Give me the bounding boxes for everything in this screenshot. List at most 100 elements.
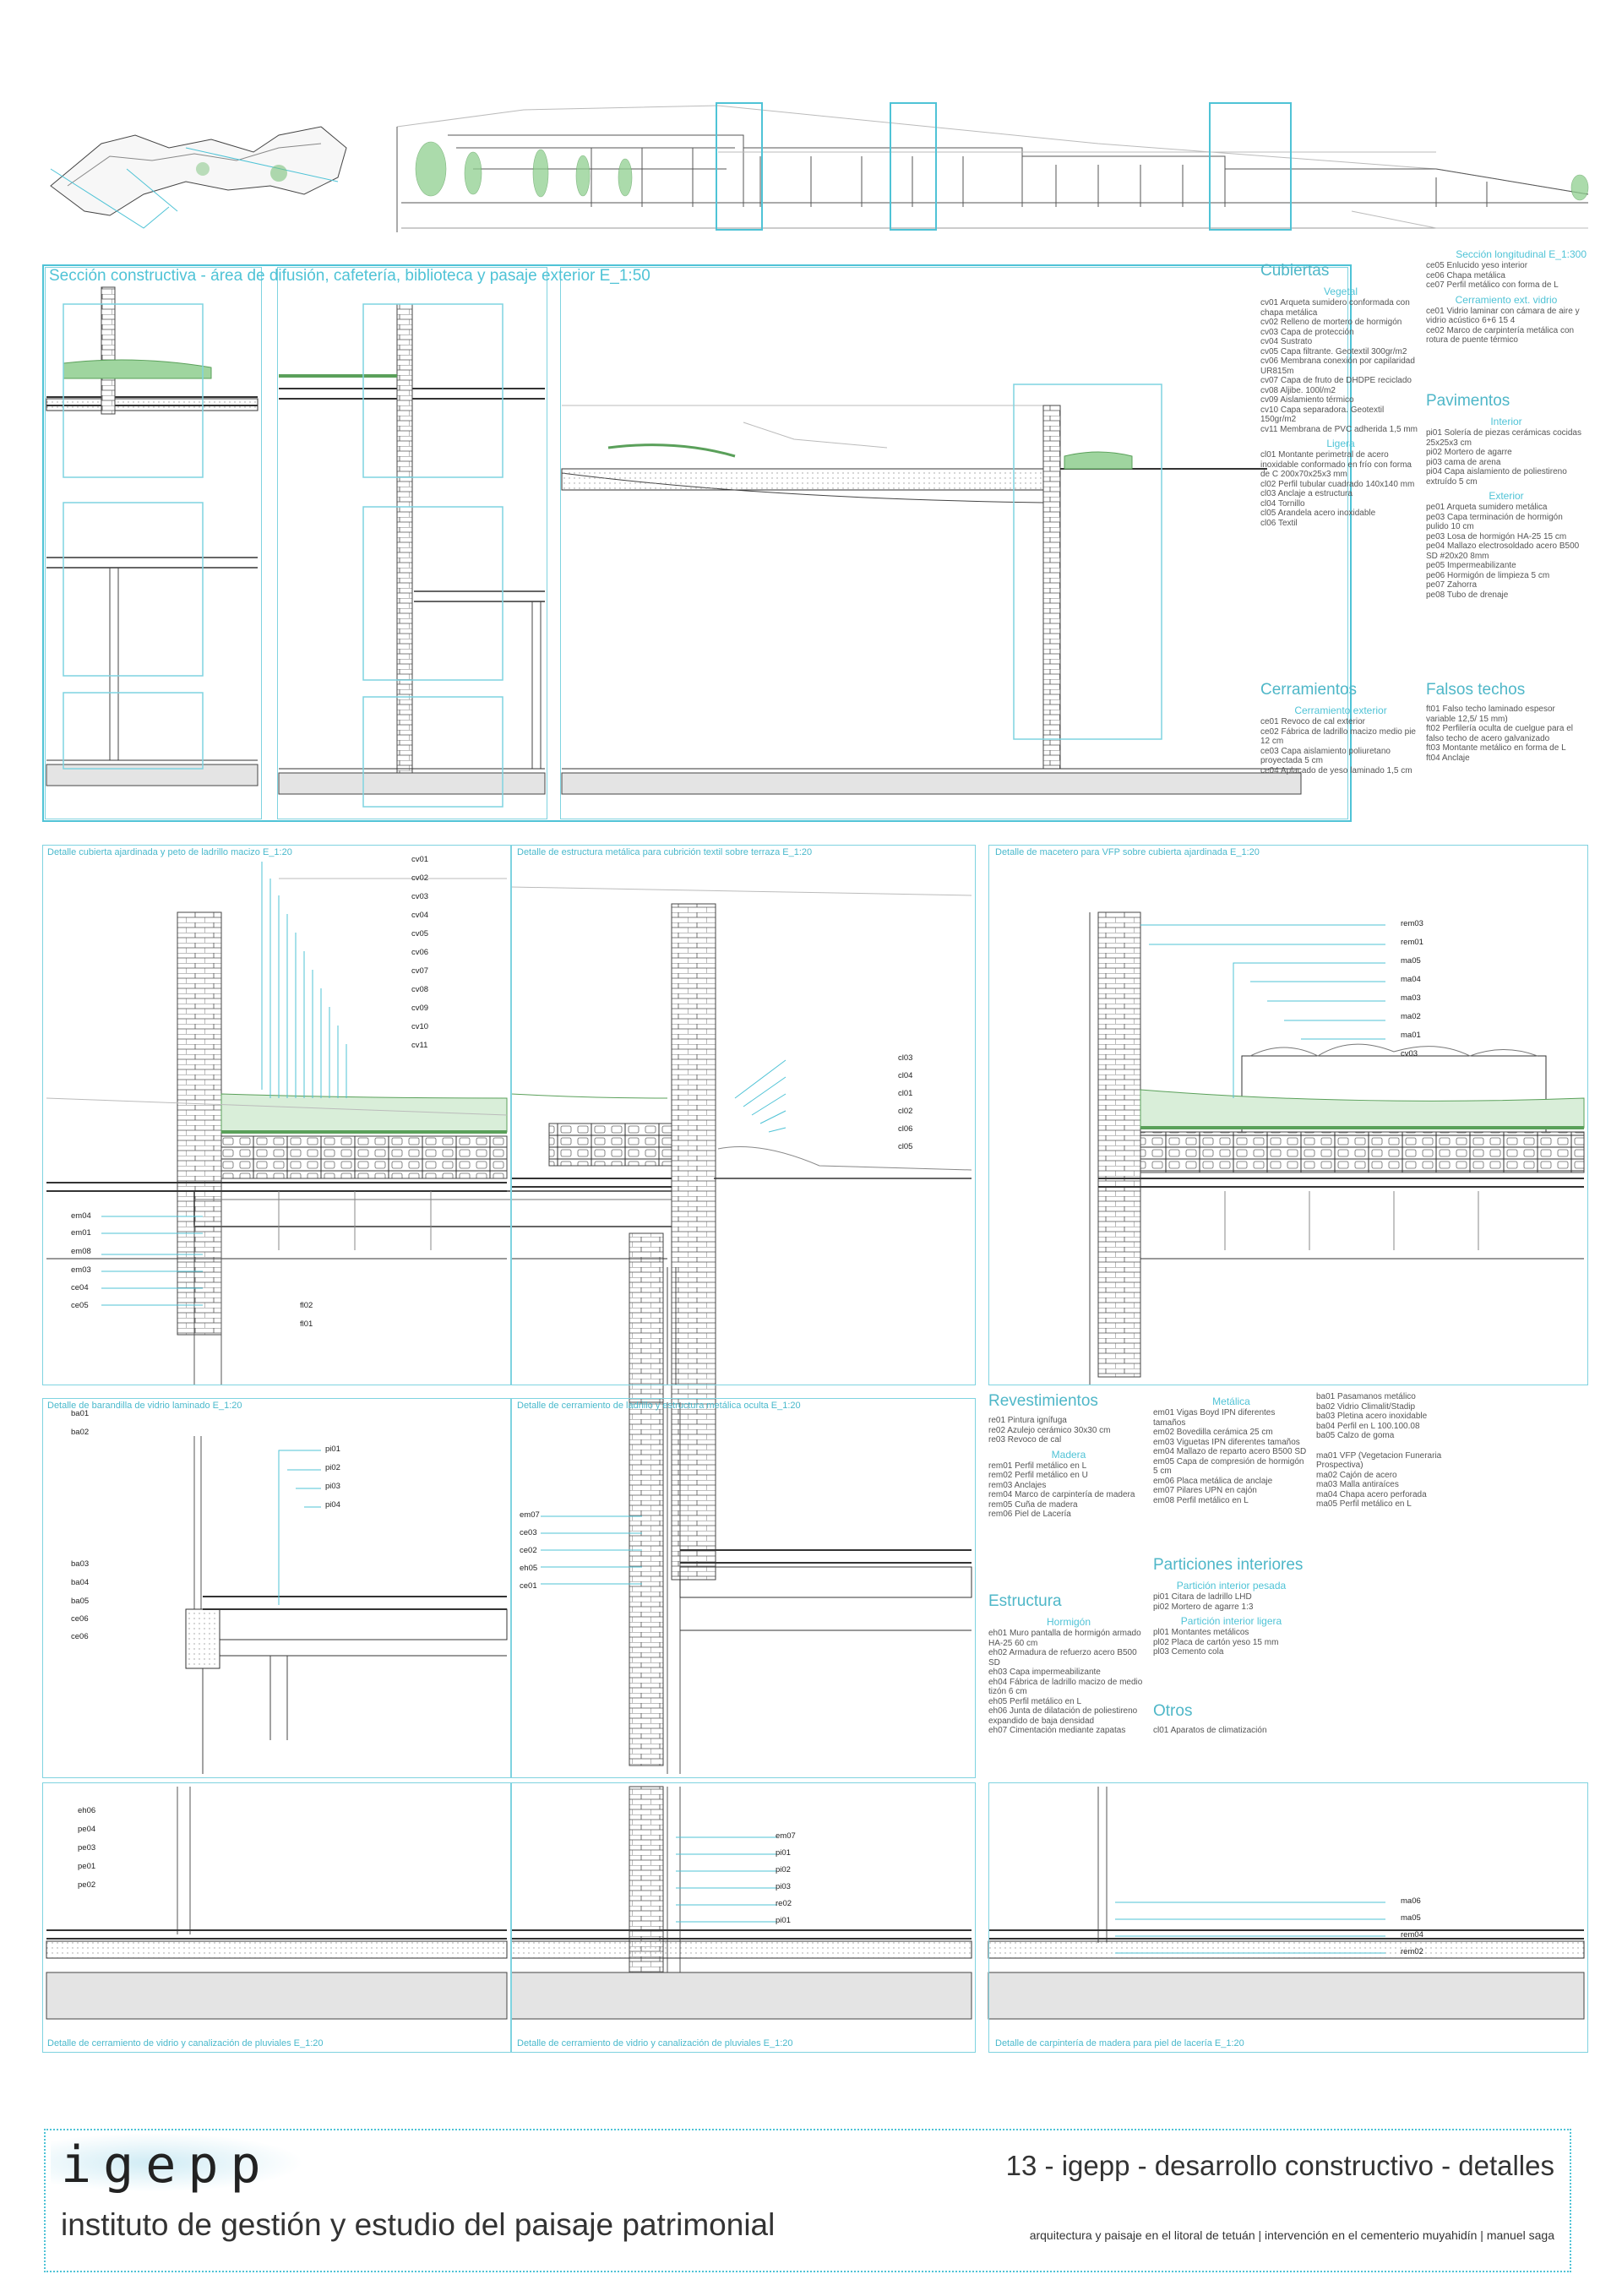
tag-label: cv09 <box>411 1004 429 1013</box>
legend-subheading: Hormigón <box>1046 1616 1091 1628</box>
detail-1-drawing <box>46 878 694 1385</box>
legend-item: ce01 Vidrio laminar con cámara de aire y… <box>1426 306 1580 326</box>
legend-item: pi01 Citara de ladrillo LHD <box>1153 1592 1252 1602</box>
legend-item: em01 Vigas Boyd IPN diferentes tamaños <box>1153 1408 1276 1428</box>
tag-label: pi04 <box>325 1500 340 1510</box>
legend-item: cv04 Sustrato <box>1260 337 1313 346</box>
legend-item: cv07 Capa de fruto de DHDPE reciclado <box>1260 376 1412 385</box>
legend-item: pe01 Arqueta sumidero metálica <box>1426 503 1548 512</box>
legend-item: em03 Viguetas IPN diferentes tamaños <box>1153 1437 1300 1447</box>
tag-label: fl02 <box>300 1301 313 1310</box>
detail-4-title: Detalle de barandilla de vidrio laminado… <box>47 1401 242 1411</box>
legend-subheading: Vegetal <box>1323 286 1358 297</box>
tag-label: em04 <box>71 1211 91 1221</box>
long-section-title: Sección longitudinal E_1:300 <box>1456 248 1587 260</box>
legend-item: cl04 Tornillo <box>1260 498 1305 509</box>
legend-heading: Cerramientos <box>1260 681 1358 699</box>
detail-6-title: Detalle de cerramiento de vidrio y canal… <box>47 2038 324 2048</box>
legend-item: ft04 Anclaje <box>1426 753 1470 763</box>
legend-heading: Estructura <box>988 1592 1062 1610</box>
legend-item: em07 Pilares UPN en cajón <box>1153 1486 1257 1495</box>
tag-label: cv01 <box>411 855 429 864</box>
detail-2-frame <box>511 845 976 1385</box>
legend-falsos-techos: Falsos techos ft01 Falso techo laminado … <box>1426 681 1587 763</box>
footer-box <box>44 2129 1571 2272</box>
institute-name: instituto de gestión y estudio del paisa… <box>61 2207 776 2242</box>
legend-item: ba01 Pasamanos metálico <box>1316 1392 1416 1401</box>
detail-7-frame <box>511 1782 976 2053</box>
tag-label: ce02 <box>520 1546 537 1555</box>
legend-item: pe08 Tubo de drenaje <box>1426 590 1509 600</box>
legend-item: ft02 Perfilería oculta de cuelgue para e… <box>1426 724 1573 743</box>
legend-item: ma04 Chapa acero perforada <box>1316 1489 1427 1499</box>
detail-1-frame <box>42 845 511 1385</box>
legend-item: em04 Mallazo de reparto acero B500 SD <box>1153 1447 1307 1456</box>
legend-subheading: Ligera <box>1326 438 1355 449</box>
legend-item: eh04 Fábrica de ladrillo macizo de medio… <box>988 1677 1143 1697</box>
legend-item: ma03 Malla antiraíces <box>1316 1480 1399 1489</box>
legend-item: cv02 Relleno de mortero de hormigón <box>1260 318 1402 327</box>
legend-estructura: Estructura Hormigón eh01 Muro pantalla d… <box>988 1592 1149 1736</box>
legend-item: eh03 Capa impermeabilizante <box>988 1668 1101 1677</box>
legend-heading: Otros <box>1153 1702 1193 1720</box>
legend-subheading: Cerramiento ext. vidrio <box>1455 293 1558 306</box>
tag-label: pi01 <box>776 1916 791 1925</box>
tag-label: em08 <box>71 1247 91 1256</box>
tag-label: cv02 <box>411 873 429 883</box>
legend-item: ce04 Aplacado de yeso laminado 1,5 cm <box>1260 765 1412 775</box>
legend-revestimientos: Revestimientos re01 Pintura ignífuga re0… <box>988 1392 1149 1520</box>
legend-item: em02 Bovedilla cerámica 25 cm <box>1153 1428 1273 1437</box>
detail-7-drawing <box>510 1786 972 2020</box>
constructive-section-drawings <box>46 286 1302 795</box>
legend-item: re02 Azulejo cerámico 30x30 cm <box>988 1425 1111 1435</box>
legend-column-2: Sección longitudinal E_1:300 ce05 Enluci… <box>1426 245 1587 345</box>
legend-item: ce06 Chapa metálica <box>1426 270 1505 280</box>
legend-item: ba03 Pletina acero inoxidable <box>1316 1412 1428 1421</box>
legend-heading: Cubiertas <box>1260 262 1330 280</box>
tag-label: cl01 <box>898 1089 913 1098</box>
legend-item: cv08 Aljibe. 100l/m2 <box>1260 385 1336 395</box>
legend-item: cv10 Capa separadora. Geotextil 150gr/m2 <box>1260 405 1385 425</box>
legend-item: ba04 Perfil en L 100.100.08 <box>1316 1421 1420 1431</box>
legend-subheading: Exterior <box>1489 490 1524 502</box>
legend-item: ce02 Marco de carpintería metálica con r… <box>1426 325 1575 345</box>
section-marker-3 <box>1209 102 1292 231</box>
legend-item: ma01 VFP (Vegetacion Funeraria Prospecti… <box>1316 1450 1442 1471</box>
legend-item: cl03 Anclaje a estructura <box>1260 489 1353 498</box>
tag-label: ma02 <box>1401 1012 1421 1021</box>
tag-label: pi01 <box>776 1848 791 1858</box>
legend-subheading: Partición interior ligera <box>1180 1615 1282 1627</box>
legend-item: ba02 Vidrio Climalit/Stadip <box>1316 1401 1416 1412</box>
legend-cubiertas: Cubiertas Vegetal cv01 Arqueta sumidero … <box>1260 262 1421 528</box>
legend-item: ma05 Perfil metálico en L <box>1316 1499 1412 1509</box>
legend-item: pl03 Cemento cola <box>1153 1647 1224 1657</box>
tag-label: ba03 <box>71 1559 90 1569</box>
legend-metalica: Metálica em01 Vigas Boyd IPN diferentes … <box>1153 1392 1309 1505</box>
tag-label: cv07 <box>411 966 429 976</box>
legend-item: pe03 Capa terminación de hormigón pulido… <box>1426 512 1563 532</box>
section-callouts <box>63 303 1162 808</box>
legend-item: cv06 Membrana conexión por capilaridad U… <box>1260 356 1415 376</box>
logo-watermark <box>51 2133 304 2192</box>
legend-item: ba05 Calzo de goma <box>1316 1431 1395 1440</box>
tag-label: ma04 <box>1401 975 1421 984</box>
legend-item: pl02 Placa de cartón yeso 15 mm <box>1153 1637 1279 1647</box>
legend-cerramientos: Cerramientos Cerramiento exterior ce01 R… <box>1260 681 1421 775</box>
tag-label: re02 <box>776 1899 792 1908</box>
legend-item: re01 Pintura ignífuga <box>988 1416 1067 1425</box>
legend-item: eh07 Cimentación mediante zapatas <box>988 1726 1126 1735</box>
legend-item: cv09 Aislamiento térmico <box>1260 395 1354 405</box>
legend-item: rem02 Perfil metálico en U <box>988 1471 1088 1480</box>
sheet-subtitle: arquitectura y paisaje en el litoral de … <box>1029 2228 1554 2242</box>
legend-heading: Revestimientos <box>988 1392 1098 1410</box>
tag-label: rem02 <box>1401 1947 1423 1956</box>
tag-label: ma06 <box>1401 1896 1421 1906</box>
logo: igepp <box>61 2135 273 2195</box>
legend-item: eh01 Muro pantalla de hormigón armado HA… <box>988 1629 1141 1648</box>
legend-item: em06 Placa metálica de anclaje <box>1153 1476 1273 1486</box>
tag-label: em07 <box>520 1510 540 1520</box>
tag-label: ce05 <box>71 1301 89 1310</box>
legend-subheading: Interior <box>1490 416 1522 427</box>
legend-item: rem06 Piel de Lacería <box>988 1510 1071 1519</box>
tag-label: cv06 <box>411 948 429 957</box>
